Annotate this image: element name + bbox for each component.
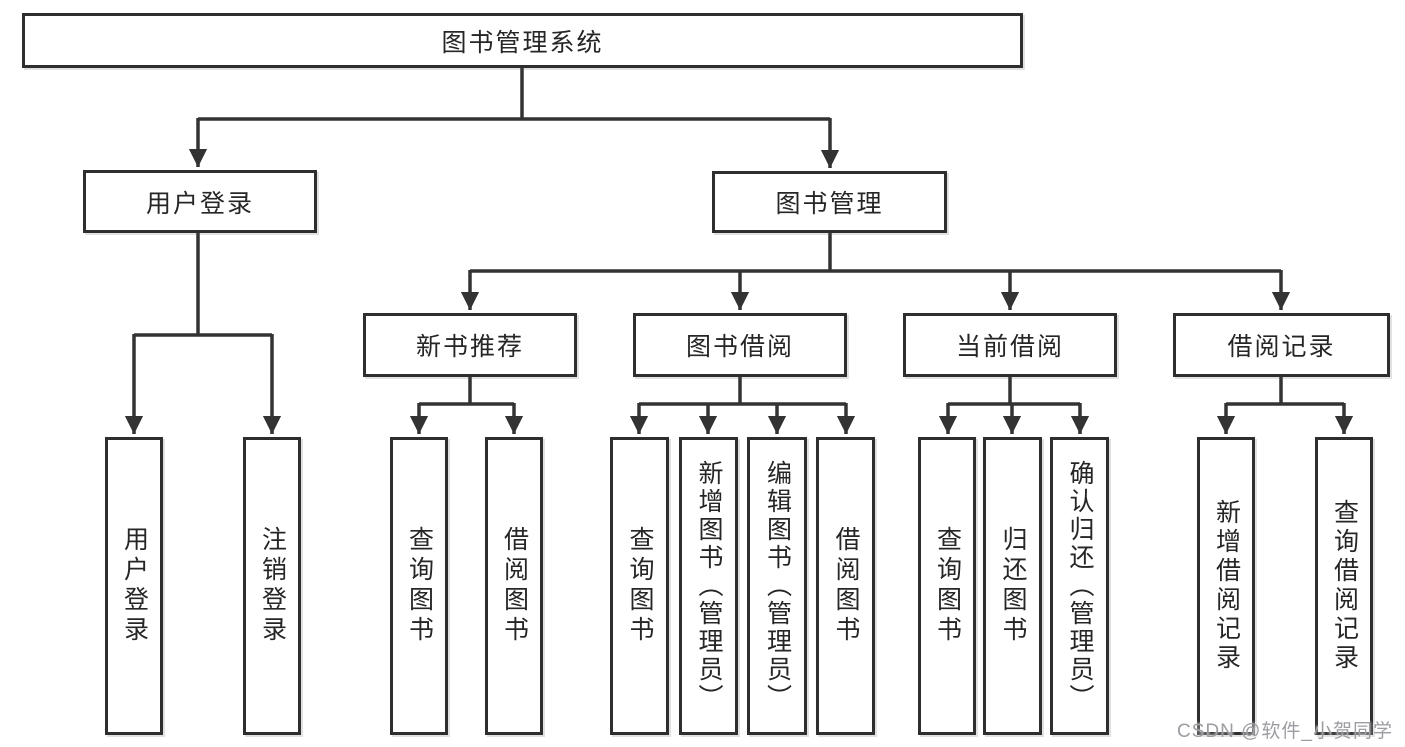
node-user-login: 用户登录: [83, 170, 317, 233]
csdn-watermark: CSDN @软件_小贺同学: [1177, 721, 1393, 742]
leaf-current-confirm-admin-label: 确认归还（管理员）: [1066, 460, 1094, 712]
leaf-borrow-query-label: 查询图书: [626, 526, 654, 646]
node-new-books: 新书推荐: [363, 313, 577, 377]
node-current-borrow-label: 当前借阅: [955, 333, 1064, 361]
leaf-current-confirm-admin: 确认归还（管理员）: [1050, 437, 1109, 735]
new-books-to-leaves-connectors: [410, 377, 523, 434]
node-book-mgmt-label: 图书管理: [775, 190, 884, 218]
node-current-borrow: 当前借阅: [903, 313, 1117, 377]
leaf-user-login-label: 用户登录: [120, 526, 149, 646]
leaf-records-query-label: 查询借阅记录: [1330, 499, 1359, 673]
node-root-system: 图书管理系统: [22, 13, 1023, 68]
book-mgmt-to-level3-connectors: [461, 233, 1290, 310]
leaf-records-add-label: 新增借阅记录: [1212, 499, 1241, 673]
leaf-newbooks-query: 查询图书: [390, 437, 448, 735]
leaf-current-query-label: 查询图书: [933, 526, 962, 646]
root-to-level2-connectors: [189, 68, 839, 168]
leaf-records-add: 新增借阅记录: [1197, 437, 1255, 735]
current-to-leaves-connectors: [939, 377, 1089, 434]
leaf-current-return-label: 归还图书: [999, 526, 1027, 646]
leaf-borrow-borrow: 借阅图书: [816, 437, 875, 735]
node-new-books-label: 新书推荐: [415, 333, 524, 361]
leaf-borrow-borrow-label: 借阅图书: [832, 526, 860, 646]
leaf-borrow-add-admin-label: 新增图书（管理员）: [695, 460, 723, 712]
leaf-borrow-query: 查询图书: [610, 437, 669, 735]
node-book-mgmt: 图书管理: [712, 171, 947, 233]
records-to-leaves-connectors: [1217, 377, 1353, 434]
node-borrow-records-label: 借阅记录: [1227, 333, 1336, 361]
node-borrow-records: 借阅记录: [1173, 313, 1390, 377]
leaf-current-return: 归还图书: [983, 437, 1042, 735]
leaf-newbooks-query-label: 查询图书: [405, 526, 434, 646]
leaf-borrow-add-admin: 新增图书（管理员）: [679, 437, 738, 735]
leaf-logout-label: 注销登录: [258, 526, 287, 646]
borrow-to-leaves-connectors: [630, 377, 855, 434]
leaf-borrow-edit-admin-label: 编辑图书（管理员）: [763, 460, 792, 712]
node-user-login-label: 用户登录: [145, 189, 254, 218]
leaf-user-login: 用户登录: [105, 437, 163, 735]
leaf-current-query: 查询图书: [918, 437, 976, 735]
leaf-borrow-edit-admin: 编辑图书（管理员）: [747, 437, 807, 735]
user-login-to-leaves-connectors: [125, 233, 281, 434]
leaf-records-query: 查询借阅记录: [1315, 437, 1373, 735]
leaf-newbooks-borrow: 借阅图书: [485, 437, 543, 735]
node-root-label: 图书管理系统: [441, 28, 604, 57]
leaf-logout: 注销登录: [243, 437, 301, 735]
node-book-borrow: 图书借阅: [633, 313, 847, 377]
node-book-borrow-label: 图书借阅: [685, 333, 794, 361]
leaf-newbooks-borrow-label: 借阅图书: [500, 526, 529, 646]
